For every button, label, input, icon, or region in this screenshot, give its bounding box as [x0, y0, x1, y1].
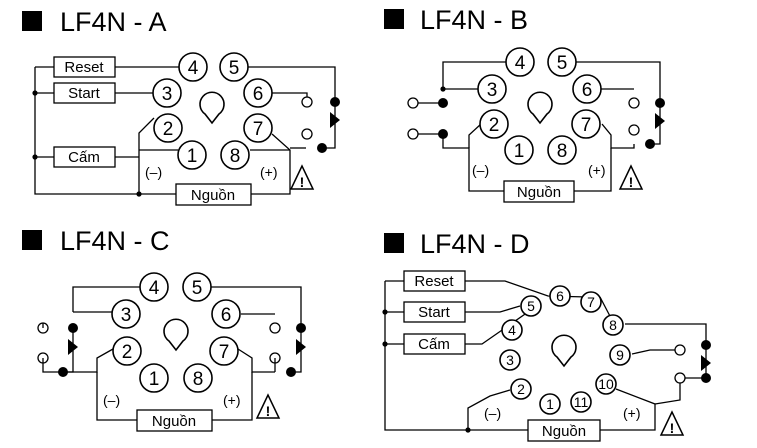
pin-4-d: 4 [508, 322, 516, 338]
socket-key-a [199, 91, 225, 125]
pin-6-b: 6 [582, 80, 593, 101]
svg-text:!: ! [629, 174, 634, 190]
start-box-d [403, 301, 466, 323]
pin-8-d: 8 [609, 317, 617, 333]
power-label-a: Nguồn [191, 187, 235, 204]
svg-text:!: ! [300, 174, 305, 190]
title-d: LF4N - D [420, 229, 530, 259]
diagram-lf4n-a: LF4N - A 4 5 3 6 2 7 1 8 [22, 7, 340, 206]
minus-label-a: (–) [145, 164, 162, 180]
pin-2-c: 2 [122, 342, 133, 363]
pin-2-b: 2 [489, 115, 500, 136]
power-label-b: Nguồn [517, 184, 561, 201]
socket-key-b [527, 91, 553, 125]
pin-1-c: 1 [149, 369, 160, 390]
minus-label-d: (–) [484, 405, 501, 421]
pin-7-c: 7 [219, 342, 230, 363]
pin-1-b: 1 [514, 141, 525, 162]
reset-label-a: Reset [64, 59, 104, 76]
svg-text:!: ! [670, 420, 675, 436]
pin-10-d: 10 [598, 376, 614, 392]
start-label-d: Start [418, 304, 451, 321]
pin-4-a: 4 [188, 58, 199, 79]
power-box-c [136, 409, 213, 432]
reset-box-a [53, 56, 116, 78]
pin-8-b: 8 [557, 141, 568, 162]
inhibit-label-a: Cấm [68, 149, 100, 166]
power-box-b [503, 180, 575, 203]
minus-label-c: (–) [103, 392, 120, 408]
pin-1-a: 1 [187, 146, 198, 167]
plus-label-c: (+) [223, 392, 241, 408]
socket-key-d [551, 334, 577, 368]
plus-label-d: (+) [623, 405, 641, 421]
pin-11-d: 11 [574, 394, 589, 410]
pin-8-c: 8 [193, 369, 204, 390]
pin-2-d: 2 [517, 381, 525, 397]
plus-label-b: (+) [588, 162, 606, 178]
title-square-d [384, 233, 404, 253]
pin-3-a: 3 [162, 84, 173, 105]
power-label-c: Nguồn [152, 413, 196, 430]
power-label-d: Nguồn [542, 423, 586, 440]
warning-icon-b: ! [618, 164, 644, 190]
title-square-c [22, 230, 42, 250]
power-box-d [527, 419, 601, 442]
pin-9-d: 9 [616, 347, 624, 363]
plus-label-a: (+) [260, 164, 278, 180]
inhibit-label-d: Cấm [418, 336, 450, 353]
power-box-a [175, 183, 252, 206]
inhibit-box-a [53, 146, 116, 168]
start-box-a [53, 82, 116, 104]
pin-5-c: 5 [192, 278, 203, 299]
pin-4-b: 4 [515, 53, 526, 74]
warning-icon-a: ! [289, 164, 315, 190]
pin-7-d: 7 [587, 294, 595, 310]
pin-1-d: 1 [546, 396, 554, 412]
pin-6-c: 6 [221, 305, 232, 326]
title-square-b [384, 9, 404, 29]
pin-8-a: 8 [230, 146, 241, 167]
start-label-a: Start [68, 85, 101, 102]
pin-5-a: 5 [229, 58, 240, 79]
svg-text:!: ! [266, 403, 271, 419]
pin-7-a: 7 [253, 119, 264, 140]
reset-label-d: Reset [414, 273, 454, 290]
reset-box-d [403, 270, 466, 292]
pin-3-d: 3 [506, 352, 514, 368]
minus-label-b: (–) [472, 162, 489, 178]
diagram-lf4n-d: LF4N - D 5 6 7 4 8 3 9 2 10 1 11 [382, 229, 711, 442]
diagram-lf4n-c: LF4N - C 4 5 3 6 2 7 1 8 Nguồn [22, 226, 306, 432]
pin-6-a: 6 [253, 84, 264, 105]
pin-2-a: 2 [163, 119, 174, 140]
warning-icon-d: ! [659, 410, 685, 436]
pin-3-c: 3 [121, 305, 132, 326]
pin-3-b: 3 [487, 80, 498, 101]
pin-5-b: 5 [557, 53, 568, 74]
pin-4-c: 4 [149, 278, 160, 299]
pin-6-d: 6 [556, 288, 564, 304]
title-b: LF4N - B [420, 5, 528, 35]
title-a: LF4N - A [60, 7, 167, 37]
title-square-a [22, 11, 42, 31]
inhibit-box-d [403, 333, 466, 355]
title-c: LF4N - C [60, 226, 170, 256]
diagram-lf4n-b: LF4N - B 4 5 3 6 2 7 1 8 Nguồn (–) (+ [384, 5, 665, 203]
pin-7-b: 7 [581, 115, 592, 136]
pin-5-d: 5 [527, 298, 535, 314]
warning-icon-c: ! [255, 393, 281, 419]
socket-key-c [163, 318, 189, 352]
